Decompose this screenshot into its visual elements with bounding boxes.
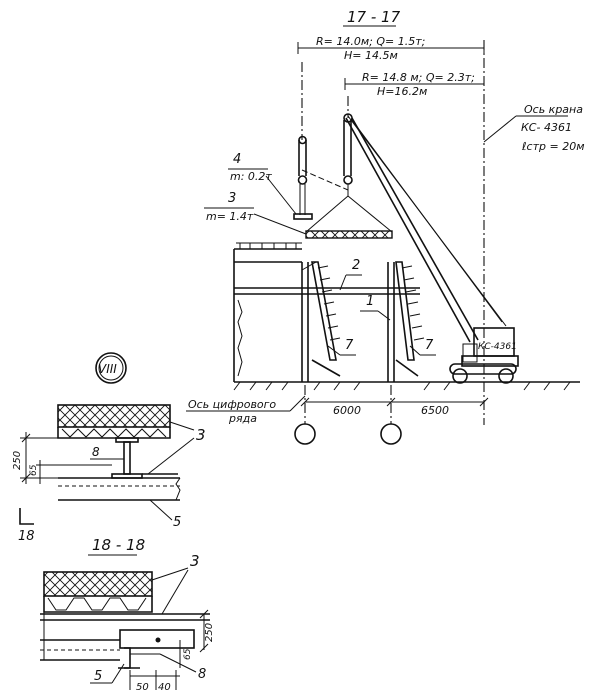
crane-model-label: КС- 4361	[521, 121, 572, 134]
node-panel	[57, 404, 171, 428]
section-18-title: 18 - 18	[92, 536, 145, 554]
radius-1-label: R= 14.0м; Q= 1.5т;	[316, 35, 425, 48]
dim-6500: 6500	[421, 404, 449, 417]
item-4-mass: m: 0.2т	[230, 170, 272, 183]
panel-stack-left	[311, 261, 341, 377]
sec-dim-50: 50	[136, 682, 149, 693]
node-dim-65: 65	[29, 464, 39, 476]
sec-item-8: 8	[198, 667, 206, 682]
sec-item-5: 5	[94, 669, 102, 684]
node-item-5: 5	[173, 515, 181, 530]
item-4-number: 4	[233, 152, 241, 167]
node-dim-250: 250	[12, 451, 23, 470]
hook-position-2	[305, 113, 393, 239]
hook-position-1	[293, 135, 313, 220]
sec-dim-250: 250	[204, 623, 215, 642]
crane-kc-4361: КС-4361	[345, 115, 519, 384]
item-2-number: 2	[352, 258, 360, 273]
section-18-18: 18 - 18 250 65 50 40 3 5	[40, 536, 215, 693]
item-1-number: 1	[366, 294, 374, 309]
item-3-mass: m= 1.4т	[206, 210, 254, 223]
node-item-3: 3	[196, 426, 206, 444]
building-frame	[233, 242, 420, 382]
crane-body-label: КС-4361	[478, 342, 517, 352]
panel-load	[305, 230, 393, 239]
dim-6000: 6000	[333, 404, 361, 417]
axis-bubble-2	[380, 423, 402, 445]
section-panel	[43, 571, 153, 597]
item-7a-number: 7	[345, 338, 354, 353]
boom-length-label: ℓстр = 20м	[521, 140, 585, 153]
node-viii-circle	[95, 352, 127, 384]
node-viii: VIII 250 65 3 8 5	[12, 352, 206, 544]
axis-label-line1: Ось цифрового	[188, 398, 276, 411]
node-viii-label: VIII	[98, 362, 117, 376]
item-3-number: 3	[228, 191, 236, 206]
section-17-17: 17 - 17 R= 14.0м; Q= 1.5т; H= 14.5м R= 1…	[186, 8, 585, 445]
section-17-title: 17 - 17	[347, 8, 401, 26]
sec-item-3: 3	[190, 552, 200, 570]
sec-dim-40: 40	[158, 682, 171, 693]
sec-dim-65: 65	[183, 648, 193, 660]
item-7b-number: 7	[425, 338, 434, 353]
crane-axis-label: Ось крана	[524, 103, 583, 116]
node-item-8: 8	[92, 445, 100, 459]
axis-bubble-1	[294, 423, 316, 445]
radius-2-label: R= 14.8 м; Q= 2.3т;	[362, 71, 475, 84]
node-cut-18: 18	[18, 529, 35, 544]
height-1-label: H= 14.5м	[344, 49, 398, 62]
panel-stack-right	[395, 261, 425, 377]
height-2-label: H=16.2м	[377, 85, 427, 98]
axis-label-line2: ряда	[228, 412, 257, 425]
